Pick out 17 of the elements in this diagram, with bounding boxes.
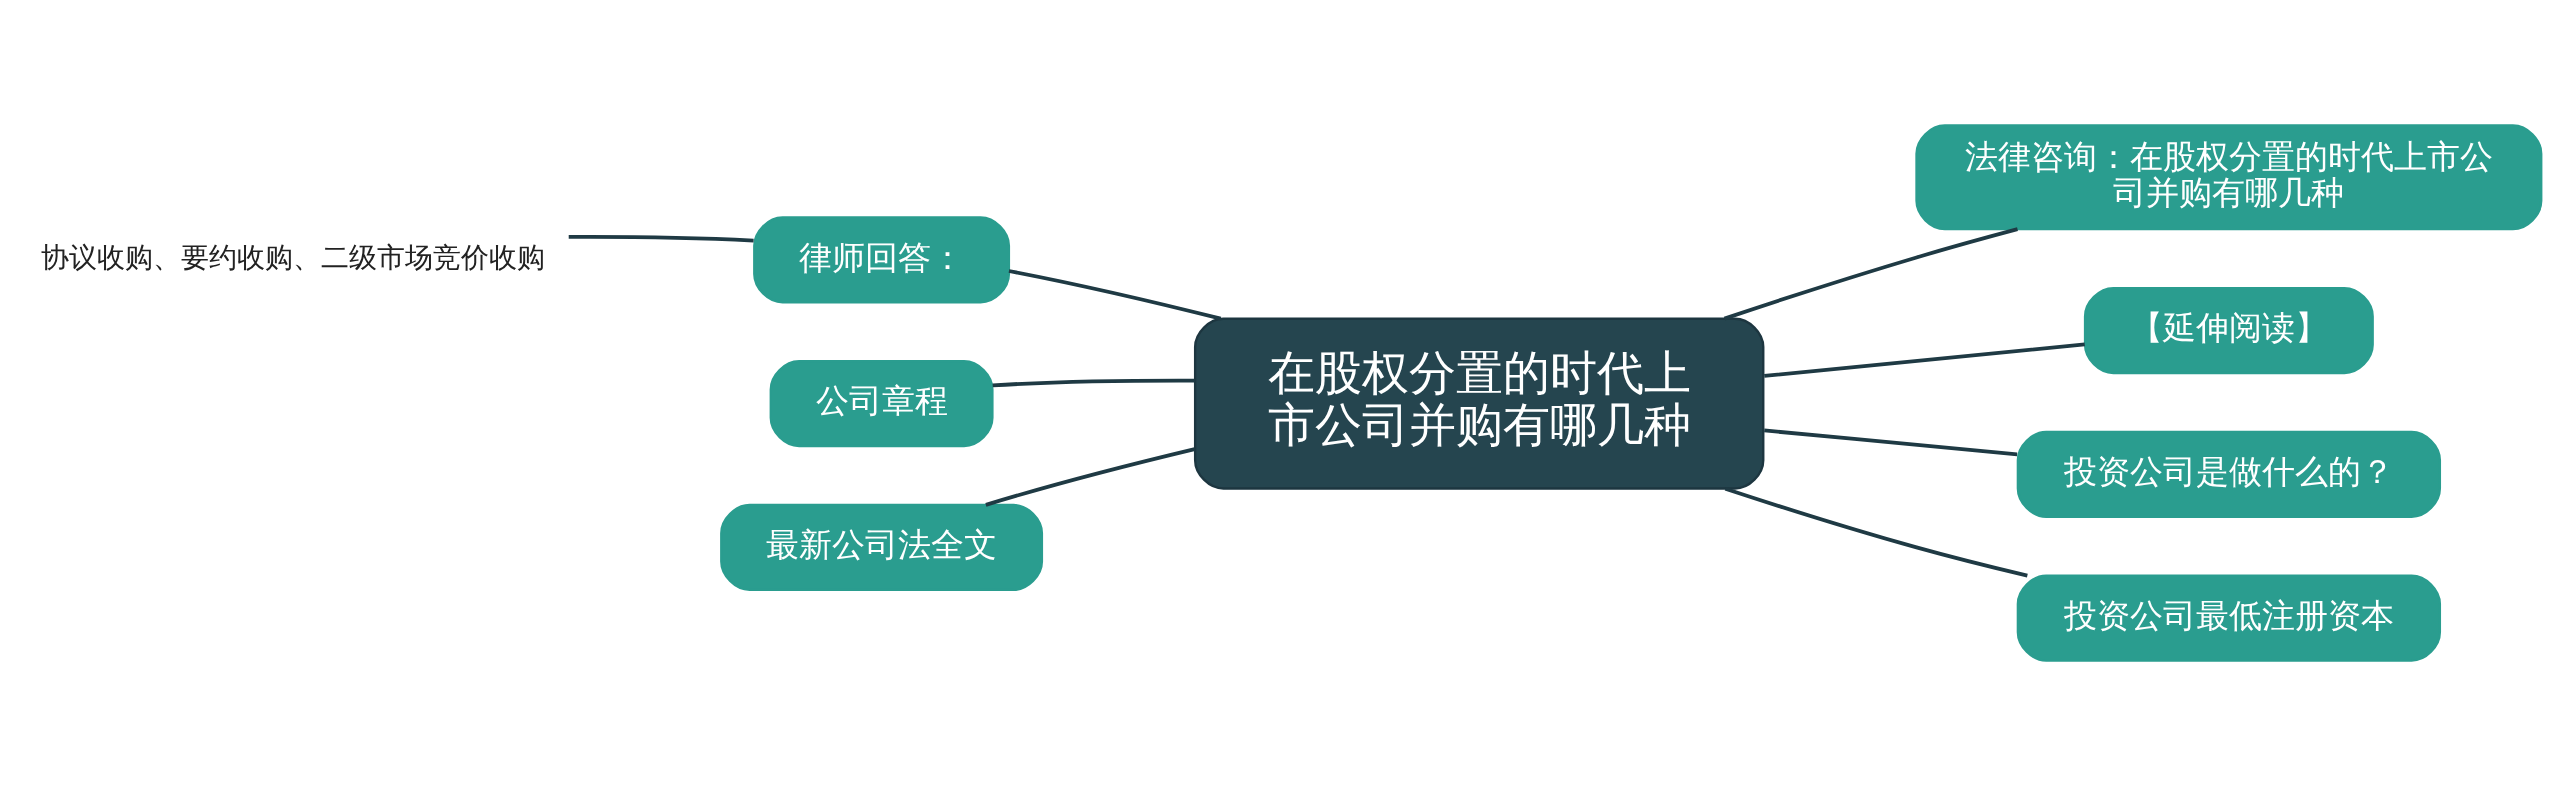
node-box: 公司章程 <box>769 359 994 447</box>
node-box: 在股权分置的时代上市公司并购有哪几种 <box>1193 317 1765 490</box>
node-box: 最新公司法全文 <box>720 503 1044 591</box>
connector <box>568 234 754 242</box>
node-box: 【延伸阅读】 <box>2083 286 2374 374</box>
connector <box>1724 486 2028 577</box>
connector <box>1008 268 1222 320</box>
node-box: 律师回答： <box>753 215 1011 303</box>
connector <box>992 378 1195 387</box>
node-box: 投资公司最低注册资本 <box>2016 574 2442 662</box>
connector <box>1723 226 2018 320</box>
connector <box>985 446 1196 507</box>
node-text: 协议收购、要约收购、二级市场竞价收购 <box>41 240 546 274</box>
node-box: 投资公司是做什么的？ <box>2016 430 2442 518</box>
node-box: 法律咨询：在股权分置的时代上市公司并购有哪几种 <box>1915 123 2543 230</box>
connector <box>1764 428 2018 456</box>
connector <box>1764 342 2085 378</box>
